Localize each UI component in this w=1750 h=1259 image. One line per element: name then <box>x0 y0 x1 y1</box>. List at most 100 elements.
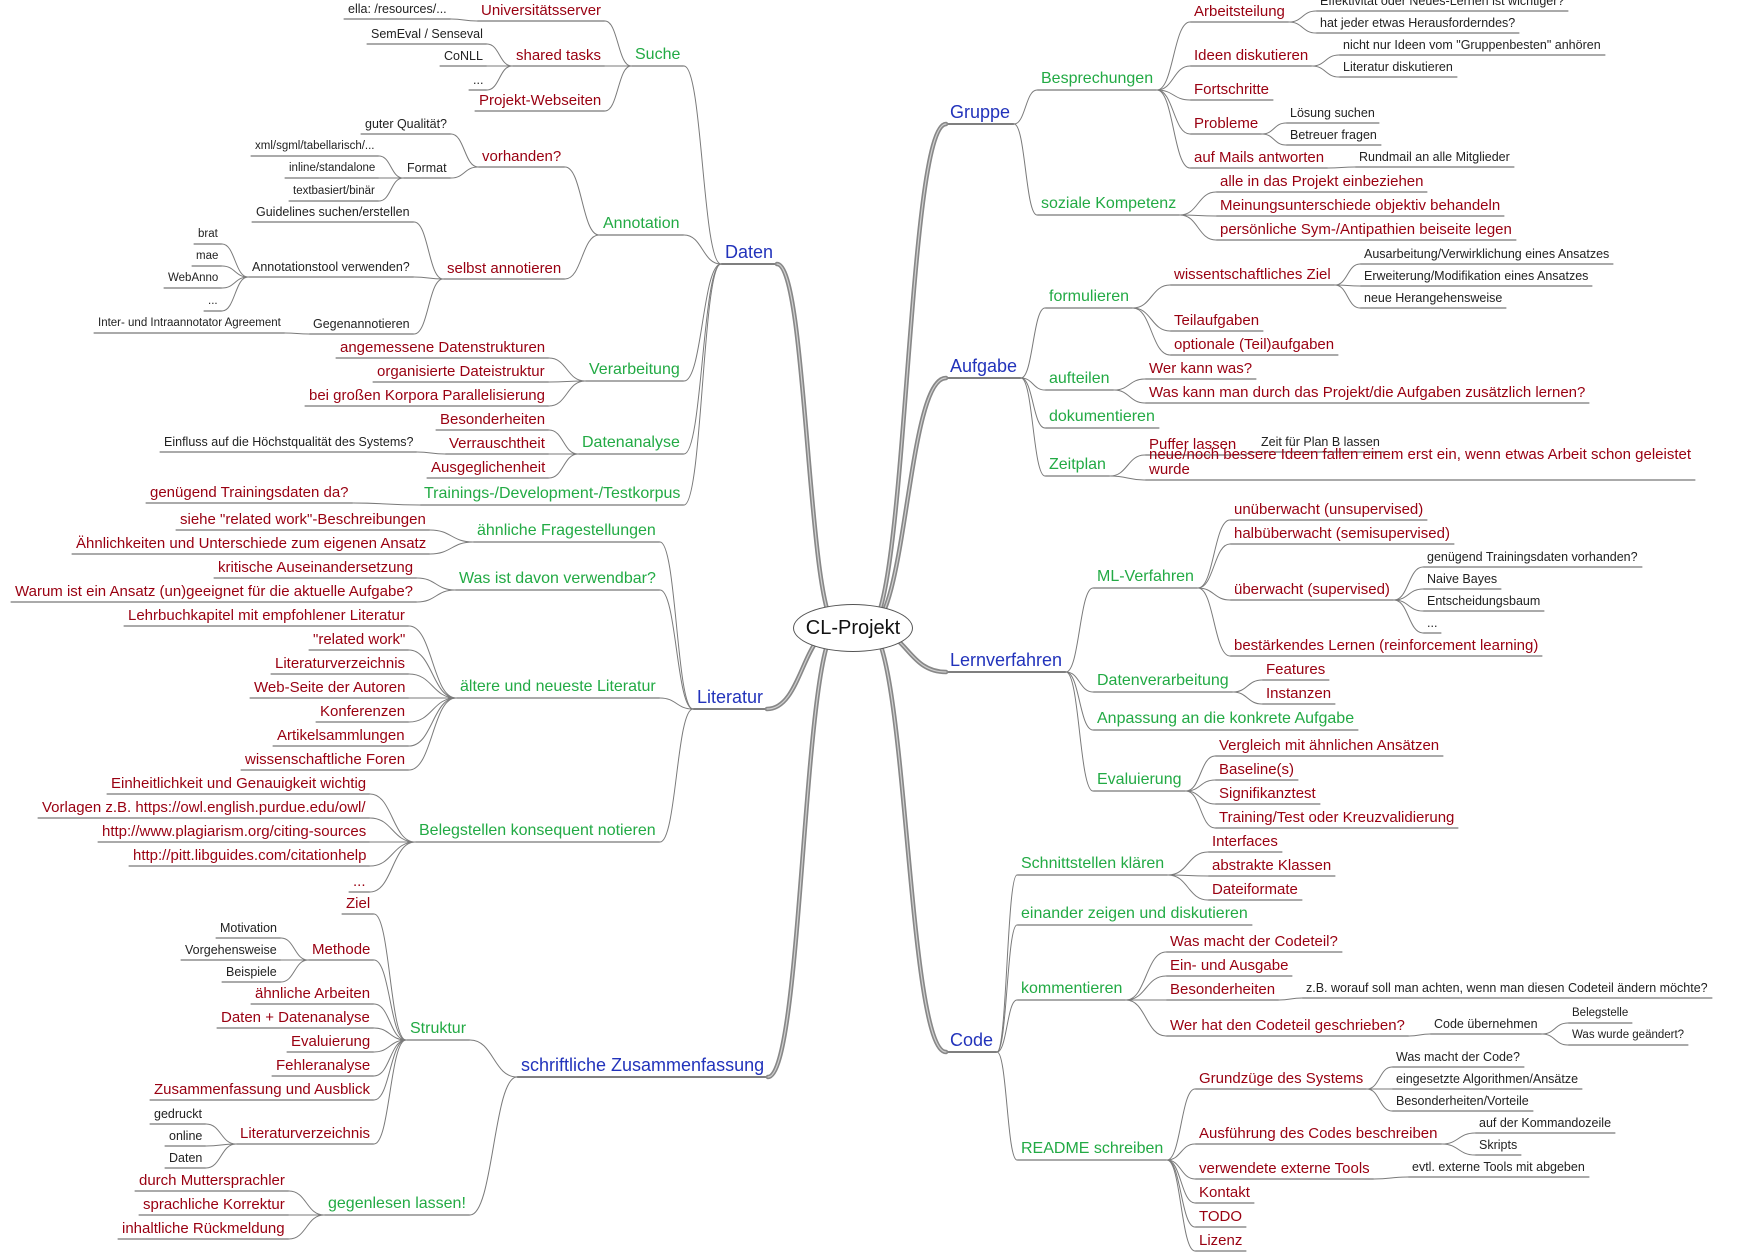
node-ideen-diskutieren[interactable]: Ideen diskutieren <box>1194 48 1308 63</box>
node-erweiterung-modifikation-eines-ansatzes[interactable]: Erweiterung/Modifikation eines Ansatzes <box>1364 270 1588 283</box>
node-features[interactable]: Features <box>1266 662 1325 677</box>
node-literaturverzeichnis[interactable]: Literaturverzeichnis <box>240 1126 370 1141</box>
node-literaturverzeichnis[interactable]: Literaturverzeichnis <box>275 656 405 671</box>
root-node[interactable]: CL-Projekt <box>793 604 913 652</box>
node-personliche-sym-antipathien-beiseite-leg[interactable]: persönliche Sym-/Antipathien beiseite le… <box>1220 222 1512 237</box>
node-besprechungen[interactable]: Besprechungen <box>1041 71 1153 87</box>
node-methode[interactable]: Methode <box>312 942 370 957</box>
node-arbeitsteilung[interactable]: Arbeitsteilung <box>1194 4 1285 19</box>
node-universitatsserver[interactable]: Universitätsserver <box>481 3 601 18</box>
node-schnittstellen-klaren[interactable]: Schnittstellen klären <box>1021 856 1164 872</box>
node-besonderheiten-vorteile[interactable]: Besonderheiten/Vorteile <box>1396 1095 1529 1108</box>
node-evaluierung[interactable]: Evaluierung <box>291 1034 370 1049</box>
node-meinungsunterschiede-objektiv-behandeln[interactable]: Meinungsunterschiede objektiv behandeln <box>1220 198 1500 213</box>
node-zusammenfassung-und-ausblick[interactable]: Zusammenfassung und Ausblick <box>154 1082 370 1097</box>
node-genugend-trainingsdaten-da[interactable]: genügend Trainingsdaten da? <box>150 485 349 500</box>
node-mae[interactable]: mae <box>196 250 218 263</box>
node-skripts[interactable]: Skripts <box>1479 1139 1517 1152</box>
node-optionale-teil-aufgaben[interactable]: optionale (Teil)aufgaben <box>1174 337 1334 352</box>
node-daten[interactable]: Daten <box>169 1152 202 1165</box>
node-webanno[interactable]: WebAnno <box>168 272 218 285</box>
node-ein-und-ausgabe[interactable]: Ein- und Ausgabe <box>1170 958 1288 973</box>
node-soziale-kompetenz[interactable]: soziale Kompetenz <box>1041 196 1176 212</box>
node-conll[interactable]: CoNLL <box>444 50 483 63</box>
node-datenverarbeitung[interactable]: Datenverarbeitung <box>1097 673 1229 689</box>
node-eingesetzte-algorithmen-ansatze[interactable]: eingesetzte Algorithmen/Ansätze <box>1396 1073 1578 1086</box>
node-trainings-development-testkorpus[interactable]: Trainings-/Development-/Testkorpus <box>424 486 680 502</box>
node-related-work[interactable]: "related work" <box>313 632 405 647</box>
node-literatur-diskutieren[interactable]: Literatur diskutieren <box>1343 61 1453 74</box>
node-z-b-worauf-soll-man-achten-wenn-man-dies[interactable]: z.B. worauf soll man achten, wenn man di… <box>1306 982 1708 995</box>
node-vergleich-mit-ahnlichen-ansatzen[interactable]: Vergleich mit ähnlichen Ansätzen <box>1219 738 1439 753</box>
node-signifikanztest[interactable]: Signifikanztest <box>1219 786 1316 801</box>
node-selbst-annotieren[interactable]: selbst annotieren <box>447 261 561 276</box>
node-auf-mails-antworten[interactable]: auf Mails antworten <box>1194 150 1324 165</box>
node-lehrbuchkapitel-mit-empfohlener-literatu[interactable]: Lehrbuchkapitel mit empfohlener Literatu… <box>128 608 405 623</box>
node-item[interactable]: ... <box>1427 617 1437 630</box>
node-daten-datenanalyse[interactable]: Daten + Datenanalyse <box>221 1010 370 1025</box>
node-item[interactable]: ... <box>353 874 366 889</box>
node-kritische-auseinandersetzung[interactable]: kritische Auseinandersetzung <box>218 560 413 575</box>
node-wer-kann-was[interactable]: Wer kann was? <box>1149 361 1252 376</box>
node-konferenzen[interactable]: Konferenzen <box>320 704 405 719</box>
node-ausgeglichenheit[interactable]: Ausgeglichenheit <box>431 460 545 475</box>
node-textbasiert-binar[interactable]: textbasiert/binär <box>293 185 375 198</box>
node-losung-suchen[interactable]: Lösung suchen <box>1290 107 1375 120</box>
node-probleme[interactable]: Probleme <box>1194 116 1258 131</box>
node-wissenschaftliche-foren[interactable]: wissenschaftliche Foren <box>245 752 405 767</box>
node-interfaces[interactable]: Interfaces <box>1212 834 1278 849</box>
node-fortschritte[interactable]: Fortschritte <box>1194 82 1269 97</box>
node-evtl-externe-tools-mit-abgeben[interactable]: evtl. externe Tools mit abgeben <box>1412 1161 1585 1174</box>
node-auf-der-kommandozeile[interactable]: auf der Kommandozeile <box>1479 1117 1611 1130</box>
node-http-www-plagiarism-org-citing-sources[interactable]: http://www.plagiarism.org/citing-sources <box>102 824 366 839</box>
node-belegstellen-konsequent-notieren[interactable]: Belegstellen konsequent notieren <box>419 823 656 839</box>
node-projekt-webseiten[interactable]: Projekt-Webseiten <box>479 93 601 108</box>
node-instanzen[interactable]: Instanzen <box>1266 686 1331 701</box>
node-ziel[interactable]: Ziel <box>346 896 370 911</box>
node-struktur[interactable]: Struktur <box>410 1021 466 1037</box>
node-ausarbeitung-verwirklichung-eines-ansatz[interactable]: Ausarbeitung/Verwirklichung eines Ansatz… <box>1364 248 1609 261</box>
node-effektivitat-oder-neues-lernen-ist-wicht[interactable]: Effektivität oder Neues-Lernen ist wicht… <box>1320 0 1564 8</box>
node-bei-gro-en-korpora-parallelisierung[interactable]: bei großen Korpora Parallelisierung <box>309 388 545 403</box>
node-baseline-s[interactable]: Baseline(s) <box>1219 762 1294 777</box>
node-http-pitt-libguides-com-citationhelp[interactable]: http://pitt.libguides.com/citationhelp <box>133 848 366 863</box>
node-shared-tasks[interactable]: shared tasks <box>516 48 601 63</box>
node-datenanalyse[interactable]: Datenanalyse <box>582 435 680 451</box>
node-semeval-senseval[interactable]: SemEval / Senseval <box>371 28 483 41</box>
node-todo[interactable]: TODO <box>1199 1209 1242 1224</box>
node-neue-noch-bessere-ideen-fallen-einem-ers[interactable]: neue/noch bessere Ideen fallen einem ers… <box>1149 447 1691 477</box>
node-motivation[interactable]: Motivation <box>220 922 277 935</box>
node-code[interactable]: Code <box>950 1031 993 1049</box>
node-ahnliche-fragestellungen[interactable]: ähnliche Fragestellungen <box>477 523 656 539</box>
node-zeit-fur-plan-b-lassen[interactable]: Zeit für Plan B lassen <box>1261 436 1380 449</box>
node-inline-standalone[interactable]: inline/standalone <box>289 162 375 175</box>
node-einheitlichkeit-und-genauigkeit-wichtig[interactable]: Einheitlichkeit und Genauigkeit wichtig <box>111 776 366 791</box>
node-guidelines-suchen-erstellen[interactable]: Guidelines suchen/erstellen <box>256 206 410 219</box>
node-lernverfahren[interactable]: Lernverfahren <box>950 651 1062 669</box>
node-guter-qualitat[interactable]: guter Qualität? <box>365 118 447 131</box>
node-web-seite-der-autoren[interactable]: Web-Seite der Autoren <box>254 680 405 695</box>
node-was-macht-der-codeteil[interactable]: Was macht der Codeteil? <box>1170 934 1338 949</box>
node-artikelsammlungen[interactable]: Artikelsammlungen <box>277 728 405 743</box>
node-format[interactable]: Format <box>407 162 447 175</box>
node-vorlagen-z-b-https-owl-english-purdue-ed[interactable]: Vorlagen z.B. https://owl.english.purdue… <box>42 800 366 815</box>
node-ella-resources[interactable]: ella: /resources/... <box>348 3 447 16</box>
node-suche[interactable]: Suche <box>635 47 680 63</box>
node-betreuer-fragen[interactable]: Betreuer fragen <box>1290 129 1377 142</box>
node-dokumentieren[interactable]: dokumentieren <box>1049 409 1155 425</box>
node-readme-schreiben[interactable]: README schreiben <box>1021 1141 1163 1157</box>
node-grundzuge-des-systems[interactable]: Grundzüge des Systems <box>1199 1071 1363 1086</box>
node-besonderheiten[interactable]: Besonderheiten <box>1170 982 1275 997</box>
node-beispiele[interactable]: Beispiele <box>226 966 277 979</box>
node-fehleranalyse[interactable]: Fehleranalyse <box>276 1058 370 1073</box>
node-dateiformate[interactable]: Dateiformate <box>1212 882 1298 897</box>
node-rundmail-an-alle-mitglieder[interactable]: Rundmail an alle Mitglieder <box>1359 151 1510 164</box>
node-anpassung-an-die-konkrete-aufgabe[interactable]: Anpassung an die konkrete Aufgabe <box>1097 711 1354 727</box>
node-verrauschtheit[interactable]: Verrauschtheit <box>449 436 545 451</box>
node-abstrakte-klassen[interactable]: abstrakte Klassen <box>1212 858 1331 873</box>
node-gegenlesen-lassen[interactable]: gegenlesen lassen! <box>328 1196 466 1212</box>
node-item[interactable]: ... <box>208 295 218 308</box>
node-siehe-related-work-beschreibungen[interactable]: siehe "related work"-Beschreibungen <box>180 512 426 527</box>
node-brat[interactable]: brat <box>198 228 218 241</box>
node-teilaufgaben[interactable]: Teilaufgaben <box>1174 313 1259 328</box>
